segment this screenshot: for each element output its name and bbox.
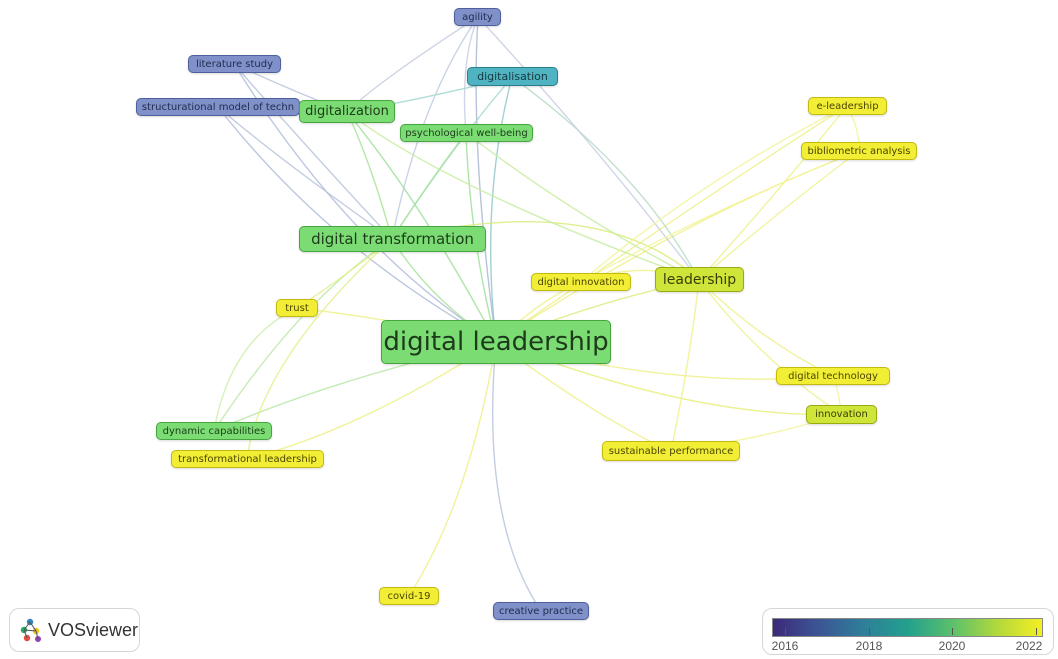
node-label: digital innovation xyxy=(537,276,625,288)
network-link xyxy=(495,150,860,343)
node-literature-study[interactable]: literature study xyxy=(188,55,281,73)
color-scale-legend: 2016 2018 2020 2022 xyxy=(762,608,1054,655)
scale-label-2018: 2018 xyxy=(855,639,883,653)
node-digital-innovation[interactable]: digital innovation xyxy=(531,273,631,291)
scale-label-2022: 2022 xyxy=(1015,639,1043,653)
network-link xyxy=(408,341,497,597)
node-creative-practice[interactable]: creative practice xyxy=(493,602,589,620)
node-label: literature study xyxy=(195,58,274,70)
node-psychological-well-being[interactable]: psychological well-being xyxy=(400,124,533,142)
node-digital-transformation[interactable]: digital transformation xyxy=(299,226,486,252)
network-link xyxy=(233,63,393,240)
node-label: sustainable performance xyxy=(608,445,734,457)
network-link xyxy=(391,76,513,240)
vosviewer-logo-text: VOSviewer xyxy=(48,619,139,640)
network-link xyxy=(477,16,700,281)
node-label: transformational leadership xyxy=(178,453,317,465)
scale-label-2016: 2016 xyxy=(771,639,799,653)
network-link xyxy=(670,279,700,452)
scale-tick xyxy=(785,628,786,635)
scale-tick xyxy=(1036,628,1037,635)
network-link xyxy=(346,16,479,113)
node-transformational-leadership[interactable]: transformational leadership xyxy=(171,450,324,468)
scale-tick xyxy=(869,628,870,635)
network-link xyxy=(580,150,860,283)
network-link xyxy=(213,238,393,432)
node-label: covid-19 xyxy=(387,590,431,602)
network-link xyxy=(346,111,700,281)
node-label: trust xyxy=(285,302,309,314)
node-leadership[interactable]: leadership xyxy=(655,267,744,292)
node-label: leadership xyxy=(662,271,737,288)
node-label: creative practice xyxy=(498,605,584,617)
network-link xyxy=(463,16,479,134)
scale-tick xyxy=(952,628,953,635)
network-link xyxy=(475,16,497,343)
scale-label-2020: 2020 xyxy=(938,639,966,653)
node-structurational-model[interactable]: structurational model of techn xyxy=(136,98,300,116)
node-agility[interactable]: agility xyxy=(454,8,501,26)
network-link xyxy=(511,76,700,281)
network-link xyxy=(391,16,479,240)
node-trust[interactable]: trust xyxy=(276,299,318,317)
network-link xyxy=(346,111,497,343)
node-e-leadership[interactable]: e-leadership xyxy=(808,97,887,115)
node-digital-technology[interactable]: digital technology xyxy=(776,367,890,385)
node-label: structurational model of techn xyxy=(141,101,295,113)
node-label: innovation xyxy=(815,409,868,420)
color-scale-bar xyxy=(772,618,1043,637)
network-link xyxy=(495,105,848,343)
node-digitalisation[interactable]: digitalisation xyxy=(467,67,558,86)
node-label: digitalization xyxy=(305,104,389,119)
node-label: digital transformation xyxy=(311,230,474,248)
network-link xyxy=(492,341,542,612)
node-digital-leadership[interactable]: digital leadership xyxy=(381,320,611,364)
vosviewer-logo[interactable]: VOSviewer xyxy=(9,608,140,652)
network-link xyxy=(698,279,834,377)
node-bibliometric-analysis[interactable]: bibliometric analysis xyxy=(801,142,917,160)
node-label: psychological well-being xyxy=(405,127,528,139)
node-label: digitalisation xyxy=(477,70,548,83)
node-label: digital technology xyxy=(788,370,878,382)
vosviewer-logo-icon xyxy=(20,618,41,642)
node-label: e-leadership xyxy=(816,100,879,112)
network-link xyxy=(698,279,842,415)
network-link xyxy=(580,105,848,283)
node-label: agility xyxy=(462,11,493,23)
network-link xyxy=(217,106,393,240)
node-dynamic-capabilities[interactable]: dynamic capabilities xyxy=(156,422,272,440)
node-innovation[interactable]: innovation xyxy=(806,405,877,424)
network-link xyxy=(698,105,848,281)
network-link xyxy=(489,76,513,343)
network-link xyxy=(698,150,860,281)
node-covid-19[interactable]: covid-19 xyxy=(379,587,439,605)
node-sustainable-performance[interactable]: sustainable performance xyxy=(602,441,740,461)
network-link xyxy=(465,132,700,281)
node-label: dynamic capabilities xyxy=(162,425,266,437)
node-digitalization[interactable]: digitalization xyxy=(299,100,395,123)
node-label: bibliometric analysis xyxy=(807,145,911,157)
network-link xyxy=(217,106,497,343)
node-label: digital leadership xyxy=(383,327,609,357)
network-link xyxy=(346,111,393,240)
